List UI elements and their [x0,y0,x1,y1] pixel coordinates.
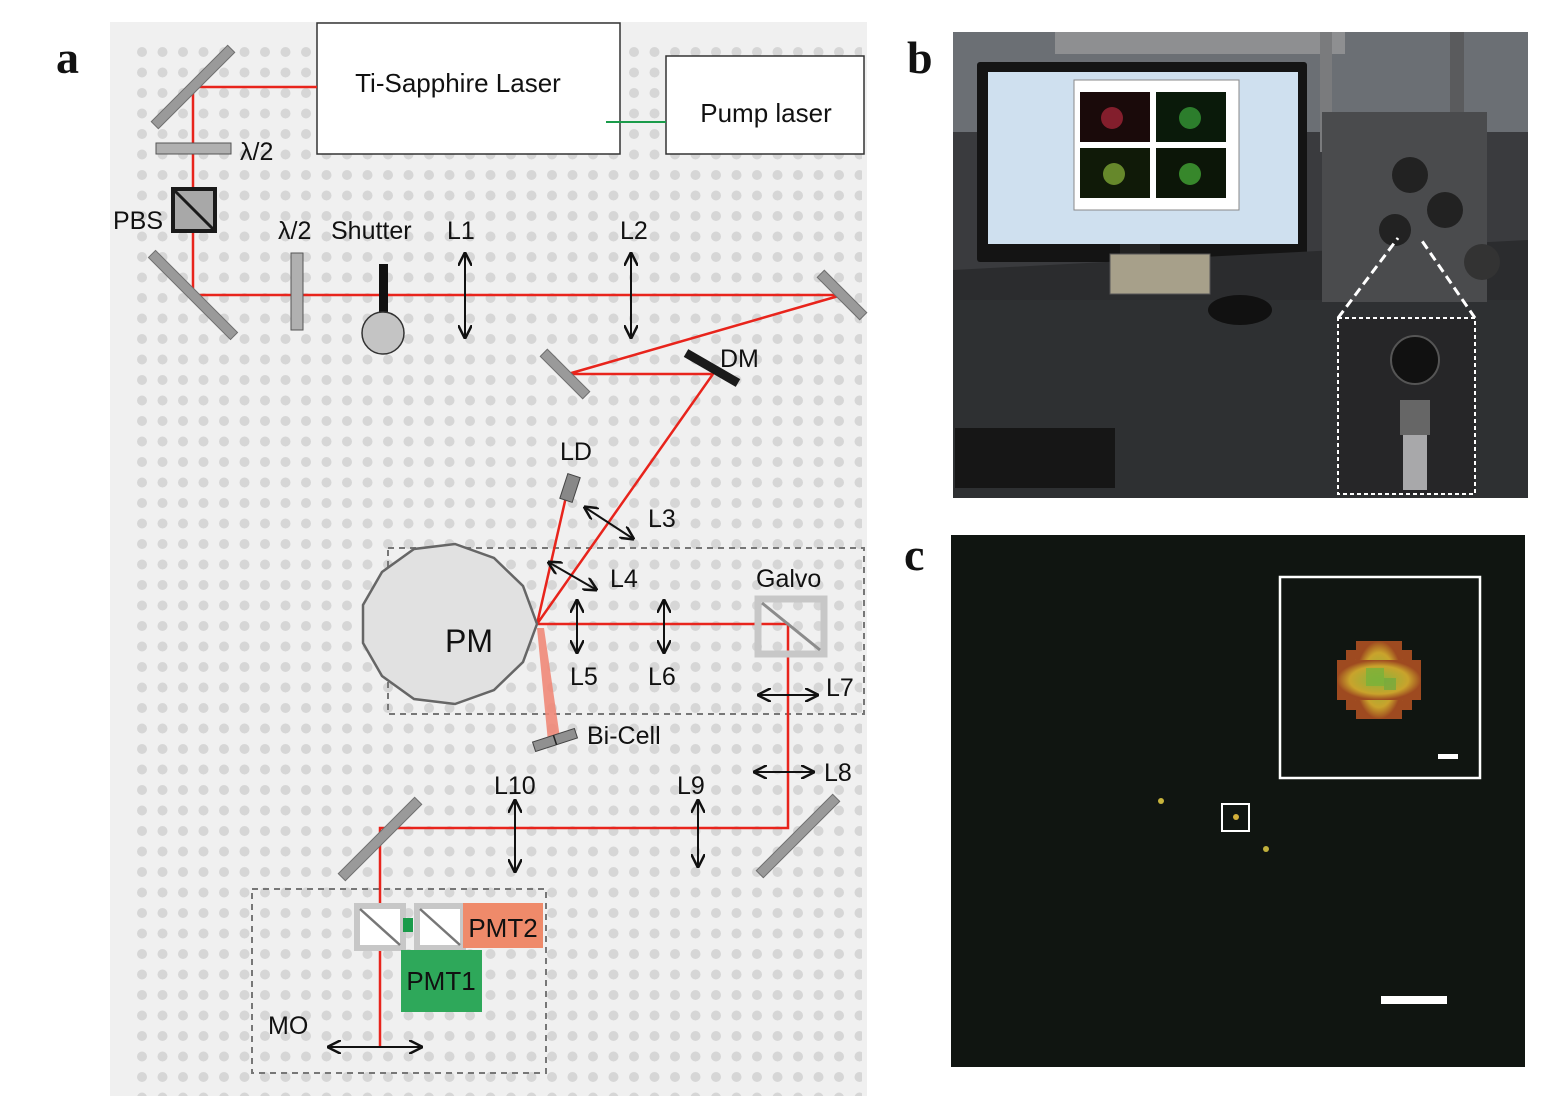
pump-laser-label: Pump laser [700,98,832,128]
lens-l4 [550,563,595,589]
galvo-scanner [754,595,828,658]
label-ld: LD [560,438,592,466]
pmt1-label: PMT1 [406,966,475,996]
pmt1-box [401,950,482,1012]
zoom-roi-box [1221,803,1250,832]
panel-c-label: c [904,529,924,580]
panel-c: c [904,529,1525,1067]
panel-a-label: a [56,32,79,83]
panel-a: PM PMT2 PMT1 [56,22,868,1096]
waveplate-2 [290,252,304,331]
label-l7: L7 [826,674,854,702]
panel-b-label: b [907,32,933,83]
waveplate-1 [155,142,232,155]
scale-bar [1381,996,1447,1004]
label-mo: MO [268,1012,308,1040]
panel-b: b [907,32,1528,498]
lens-arrows [330,255,816,1047]
pbs-cube [171,187,217,233]
label-l5: L5 [570,663,598,691]
bead-2 [1233,814,1239,820]
label-bicell: Bi-Cell [587,722,661,750]
inset-scale-bar [1438,754,1458,759]
shutter-icon [361,264,405,355]
pmt2-box [463,903,543,948]
label-half-wave-1: λ/2 [240,138,273,166]
laser-diode [559,472,581,504]
label-half-wave-2: λ/2 [278,217,311,245]
zoomed-bead [1337,641,1421,719]
bead-1 [1158,798,1164,804]
label-galvo: Galvo [756,565,821,593]
splitter-1 [354,903,406,951]
label-shutter: Shutter [331,217,412,245]
ti-sapphire-label: Ti-Sapphire Laser [355,68,561,98]
label-l4: L4 [610,565,638,593]
bead-3 [1263,846,1269,852]
ti-sapphire-box [316,22,621,155]
green-filter [403,918,413,932]
dichroic-mirror [683,349,741,387]
label-l3: L3 [648,505,676,533]
pump-laser-box [665,55,865,155]
label-l8: L8 [824,759,852,787]
bicell-beam [537,628,560,742]
label-l2: L2 [620,217,648,245]
detection-module-box [251,888,547,1074]
pmt2-label: PMT2 [468,913,537,943]
polygon-mirror [361,542,539,706]
label-l6: L6 [648,663,676,691]
splitter-2 [414,903,466,951]
pm-label: PM [445,623,493,659]
label-l10: L10 [494,772,536,800]
bi-cell-detector [531,727,579,753]
label-dm: DM [720,345,759,373]
setup-photo [953,32,1528,498]
mirrors [147,44,868,882]
label-pbs: PBS [113,207,163,235]
label-l1: L1 [447,217,475,245]
label-l9: L9 [677,772,705,800]
lens-l3 [586,508,632,538]
